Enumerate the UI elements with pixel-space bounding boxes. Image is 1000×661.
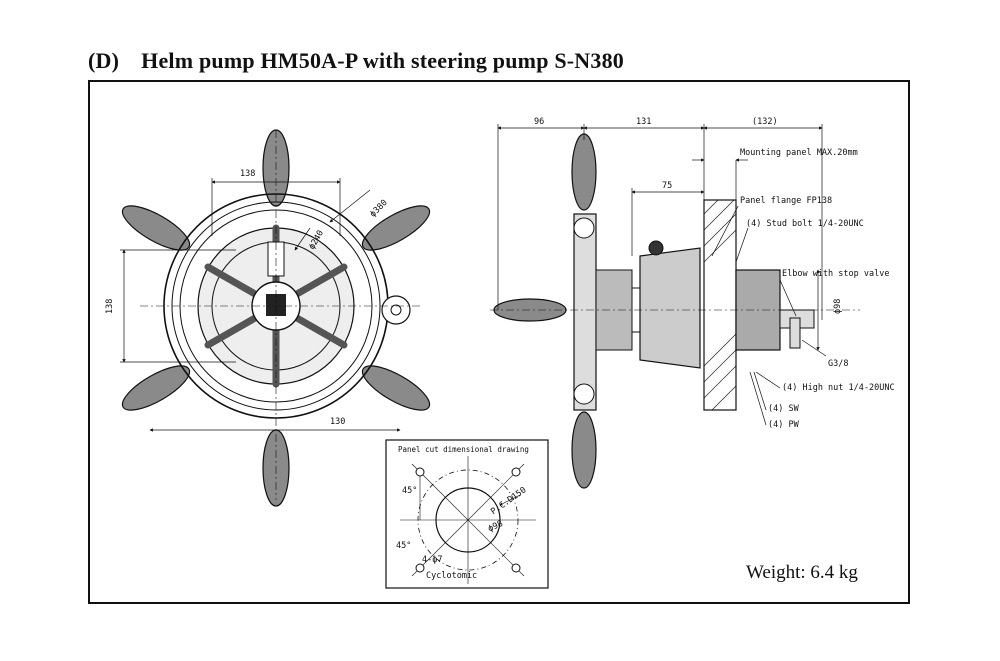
front-view	[120, 129, 431, 507]
label-pw: (4) PW	[768, 420, 800, 430]
panel-cut-dia98: ϕ98	[487, 519, 505, 535]
drawing-title: (D) Helm pump HM50A-P with steering pump …	[88, 48, 624, 74]
label-panel-flange: Panel flange FP138	[740, 196, 832, 206]
label-stud-bolt: (4) Stud bolt 1/4-20UNC	[746, 219, 864, 229]
dim-130: 130	[330, 417, 345, 427]
side-view	[490, 124, 860, 489]
label-g38: G3/8	[828, 359, 848, 369]
title-text: Helm pump HM50A-P with steering pump S-N…	[141, 48, 624, 73]
panel-cut-drawing	[385, 439, 549, 589]
dim-132: (132)	[752, 117, 778, 127]
label-high-nut: (4) High nut 1/4-20UNC	[782, 383, 895, 393]
drawing-frame	[88, 80, 910, 604]
wheel-handles	[121, 129, 431, 507]
label-elbow-stop-valve: Elbow with stop valve	[782, 269, 889, 279]
label-sw: (4) SW	[768, 404, 800, 414]
panel-cut-angle-top: 45°	[402, 486, 417, 496]
dim-96: 96	[534, 117, 544, 127]
panel-cut-angle-bottom: 45°	[396, 541, 411, 551]
label-mounting-panel: Mounting panel MAX.20mm	[740, 148, 858, 158]
section-tag: (D)	[88, 48, 120, 73]
dim-diameter-380: ϕ380	[368, 198, 390, 220]
panel-cut-pcd: P.C.D150	[489, 485, 528, 517]
dim-diameter-98: ϕ98	[833, 299, 843, 314]
panel-cut-cyclotomic: Cyclotomic	[426, 571, 477, 581]
dim-75: 75	[662, 181, 672, 191]
dim-131: 131	[636, 117, 651, 127]
panel-cut-holes: 4-ϕ7	[422, 555, 442, 565]
panel-cut-title: Panel cut dimensional drawing	[398, 445, 529, 454]
dim-138-horizontal: 138	[240, 169, 255, 179]
weight-label: Weight: 6.4 kg	[746, 562, 858, 583]
dim-138-vertical: 138	[105, 299, 115, 314]
